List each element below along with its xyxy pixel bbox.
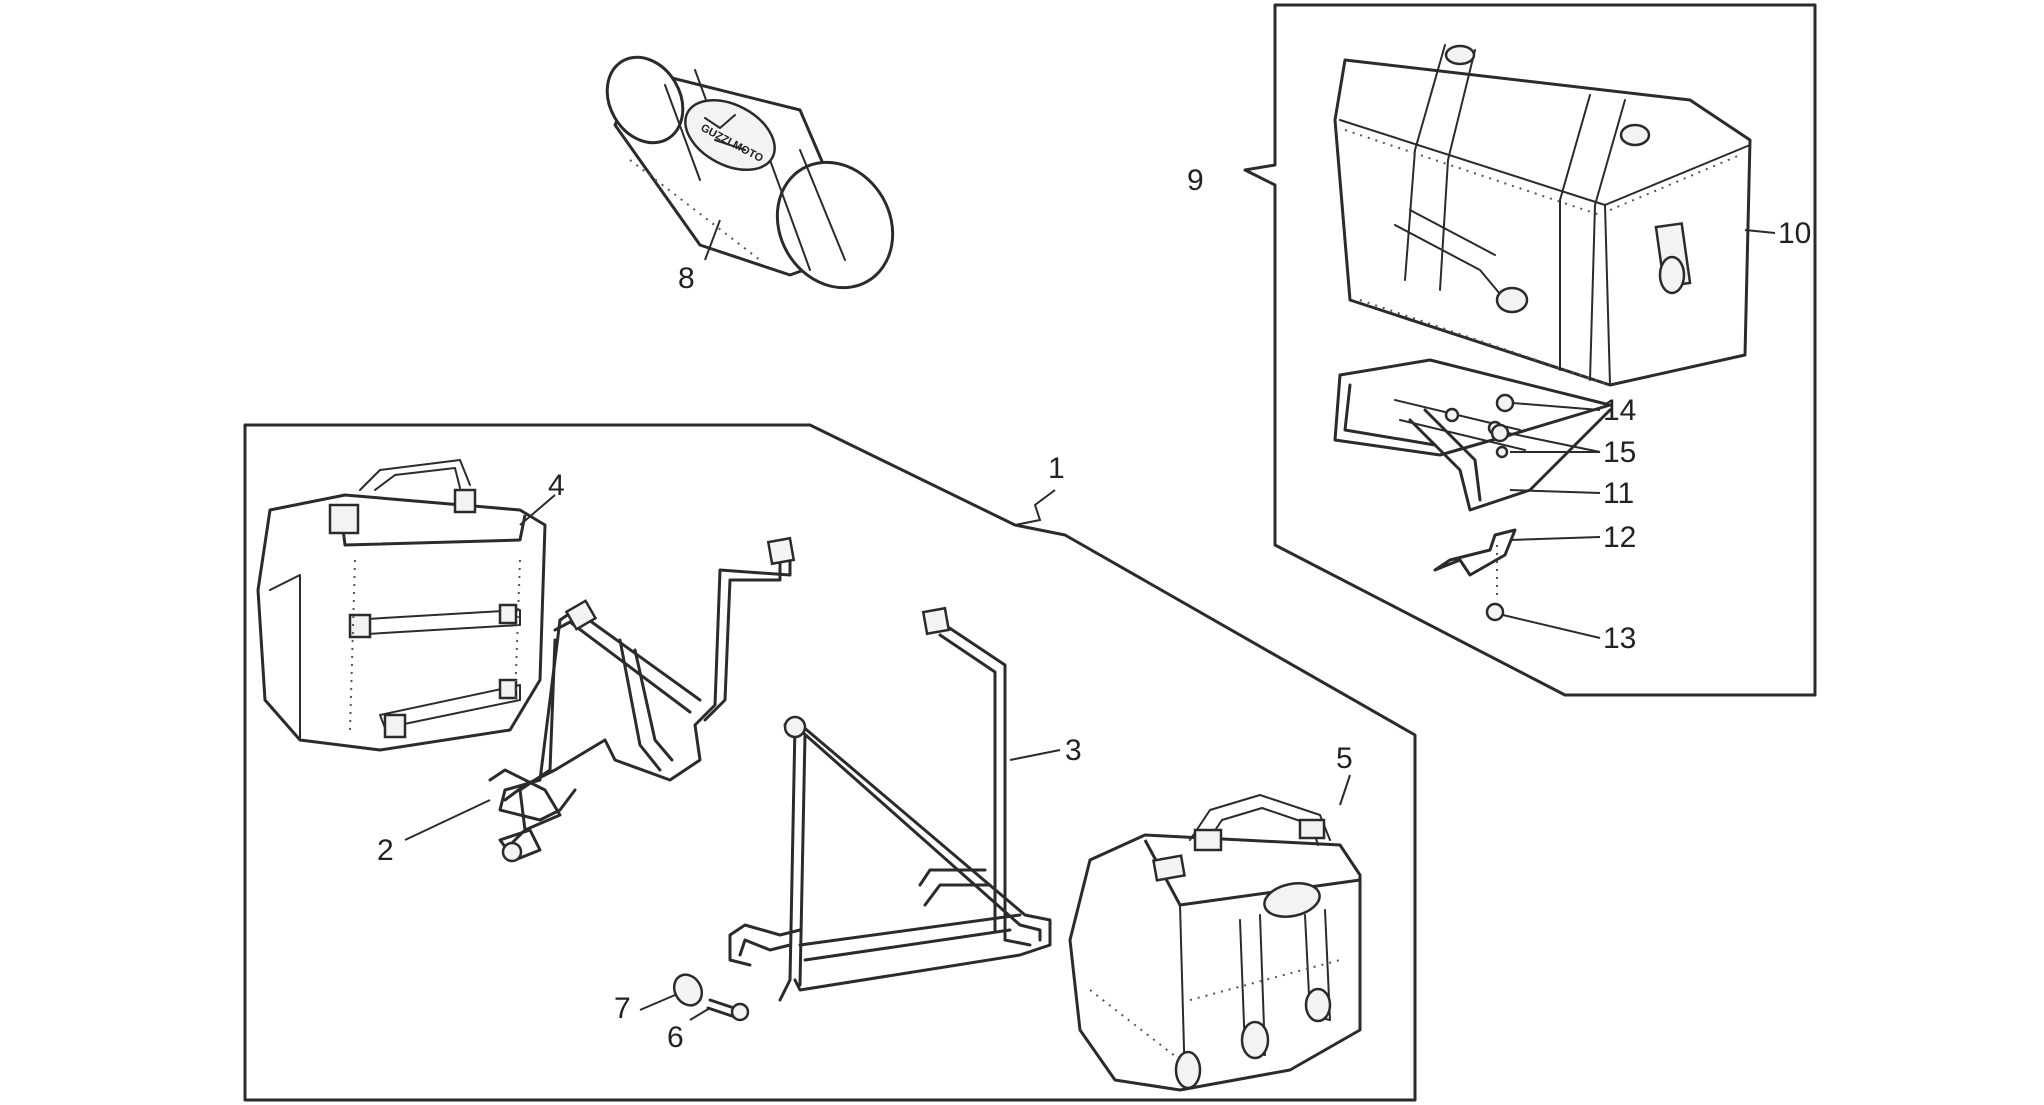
leader-2 bbox=[404, 799, 491, 841]
callout-9: 9 bbox=[1187, 164, 1204, 197]
callout-3: 3 bbox=[1065, 734, 1082, 767]
leader-13 bbox=[1502, 614, 1601, 639]
right-saddlebag bbox=[1068, 794, 1362, 1092]
callout-2: 2 bbox=[377, 834, 394, 867]
leader-11 bbox=[1509, 489, 1601, 494]
leader-15 bbox=[1507, 432, 1601, 453]
screw-part-13 bbox=[1485, 545, 1505, 622]
roll-bag: GUZZI MOTO bbox=[605, 55, 895, 290]
leader-8 bbox=[704, 219, 721, 261]
callout-11: 11 bbox=[1603, 477, 1634, 510]
nut-part-15b bbox=[1495, 445, 1509, 459]
bracket-part-12 bbox=[1433, 528, 1517, 577]
left-saddlebag bbox=[256, 459, 547, 752]
callout-10: 10 bbox=[1778, 217, 1811, 250]
callout-4: 4 bbox=[548, 469, 565, 502]
left-pannier-frame bbox=[488, 536, 796, 863]
leader-14 bbox=[1512, 402, 1601, 411]
top-case bbox=[1333, 44, 1752, 387]
callout-6: 6 bbox=[667, 1021, 684, 1054]
nut-part-15a bbox=[1490, 423, 1510, 443]
group-frame-1 bbox=[243, 423, 1417, 1102]
leader-10 bbox=[1744, 229, 1776, 234]
callout-14: 14 bbox=[1603, 394, 1636, 427]
leader-5 bbox=[1339, 774, 1351, 806]
group-frame-9 bbox=[1243, 3, 1817, 697]
callout-5: 5 bbox=[1336, 742, 1353, 775]
callout-15: 15 bbox=[1603, 436, 1636, 469]
leader-7 bbox=[639, 994, 676, 1011]
leader-1 bbox=[1014, 489, 1056, 526]
washer-part-14 bbox=[1495, 393, 1515, 413]
callout-13: 13 bbox=[1603, 622, 1636, 655]
callout-8: 8 bbox=[678, 262, 695, 295]
callout-7: 7 bbox=[614, 992, 631, 1025]
right-pannier-frame bbox=[728, 606, 1052, 1002]
leader-3 bbox=[1009, 749, 1061, 761]
callout-1: 1 bbox=[1048, 452, 1065, 485]
leader-4 bbox=[519, 494, 556, 526]
top-case-rack bbox=[1333, 358, 1612, 512]
bolt-part-6 bbox=[706, 998, 750, 1022]
leader-6 bbox=[689, 1007, 711, 1021]
cap-part-7 bbox=[672, 973, 704, 1007]
leader-12 bbox=[1509, 536, 1601, 541]
callout-12: 12 bbox=[1603, 521, 1636, 554]
